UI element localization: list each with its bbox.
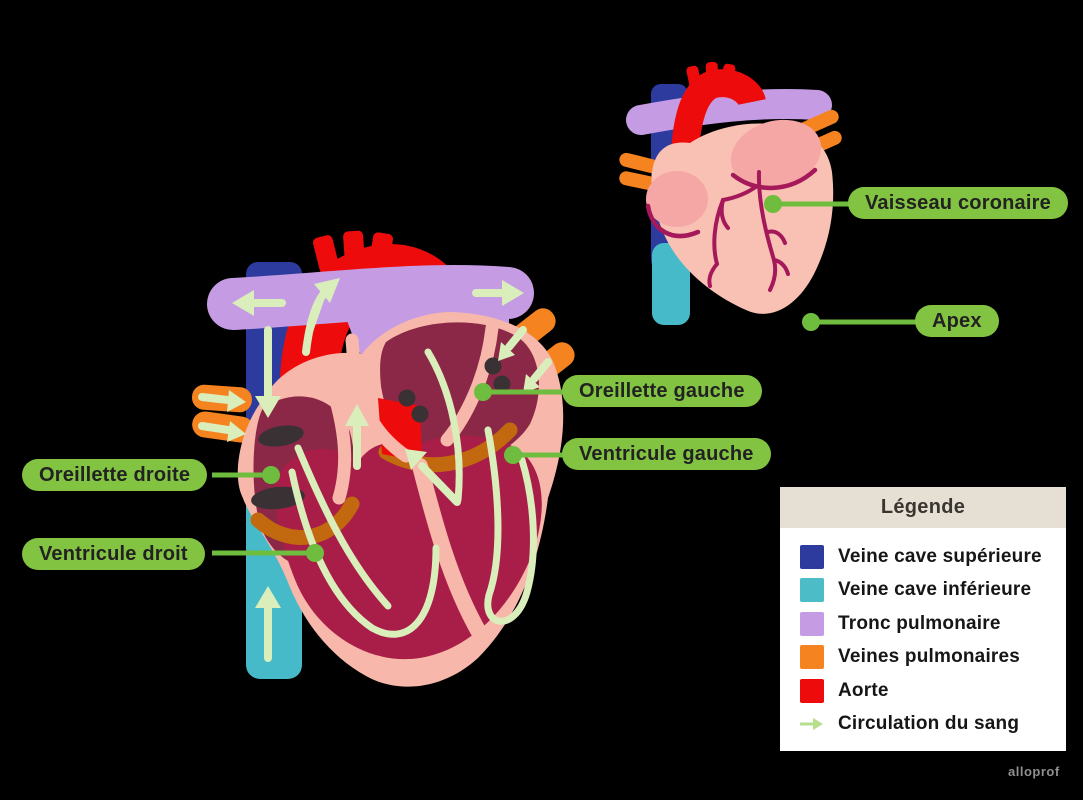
legend-row: Veines pulmonaires (800, 641, 1066, 675)
legend-body: Veine cave supérieure Veine cave inférie… (780, 528, 1066, 751)
legend-title: Légende (780, 487, 1066, 528)
legend-label: Veines pulmonaires (838, 646, 1021, 668)
valve-openings (251, 357, 511, 510)
legend-row: Circulation du sang (799, 708, 1066, 742)
label-connectors (212, 195, 925, 562)
label-apex: Apex (915, 305, 999, 337)
label-vaisseau-coronaire: Vaisseau coronaire (848, 187, 1068, 219)
label-ventricule-droit: Ventricule droit (22, 538, 205, 570)
legend-row: Tronc pulmonaire (800, 607, 1066, 641)
label-oreillette-gauche: Oreillette gauche (562, 375, 762, 407)
alloprof-watermark: alloprof (1008, 764, 1060, 779)
blood-flow-arrow-icons (198, 278, 552, 662)
appendage-outlines (645, 167, 818, 239)
small-pulmonary-trunk (626, 88, 832, 135)
label-oreillette-droite: Oreillette droite (22, 459, 208, 491)
legend-row: Aorte (800, 674, 1066, 708)
legend-label: Tronc pulmonaire (838, 612, 1001, 634)
legend-row: Veine cave supérieure (800, 540, 1066, 574)
atrial-appendages (646, 119, 822, 227)
blood-flow-lines (288, 348, 537, 638)
small-pulmonary-veins (619, 109, 842, 191)
legend-label: Veine cave inférieure (838, 579, 1032, 601)
small-inferior-vena-cava (652, 243, 690, 325)
inner-walls (326, 321, 499, 642)
label-ventricule-gauche: Ventricule gauche (562, 438, 771, 470)
big-heart-cross-section (191, 230, 575, 687)
legend-label: Veine cave supérieure (838, 545, 1042, 567)
coronary-vessels (707, 170, 790, 292)
flow-arrow-icon (799, 716, 824, 732)
color-swatch (800, 578, 824, 603)
legend-box: Légende Veine cave supérieure Veine cave… (780, 487, 1066, 751)
color-swatch (800, 645, 824, 670)
color-swatch (800, 678, 824, 703)
legend-label: Aorte (838, 679, 889, 701)
color-swatch (800, 611, 824, 636)
color-swatch (800, 544, 824, 569)
legend-label: Circulation du sang (838, 713, 1020, 735)
legend-row: Veine cave inférieure (800, 574, 1066, 608)
small-heart-exterior (619, 61, 842, 325)
